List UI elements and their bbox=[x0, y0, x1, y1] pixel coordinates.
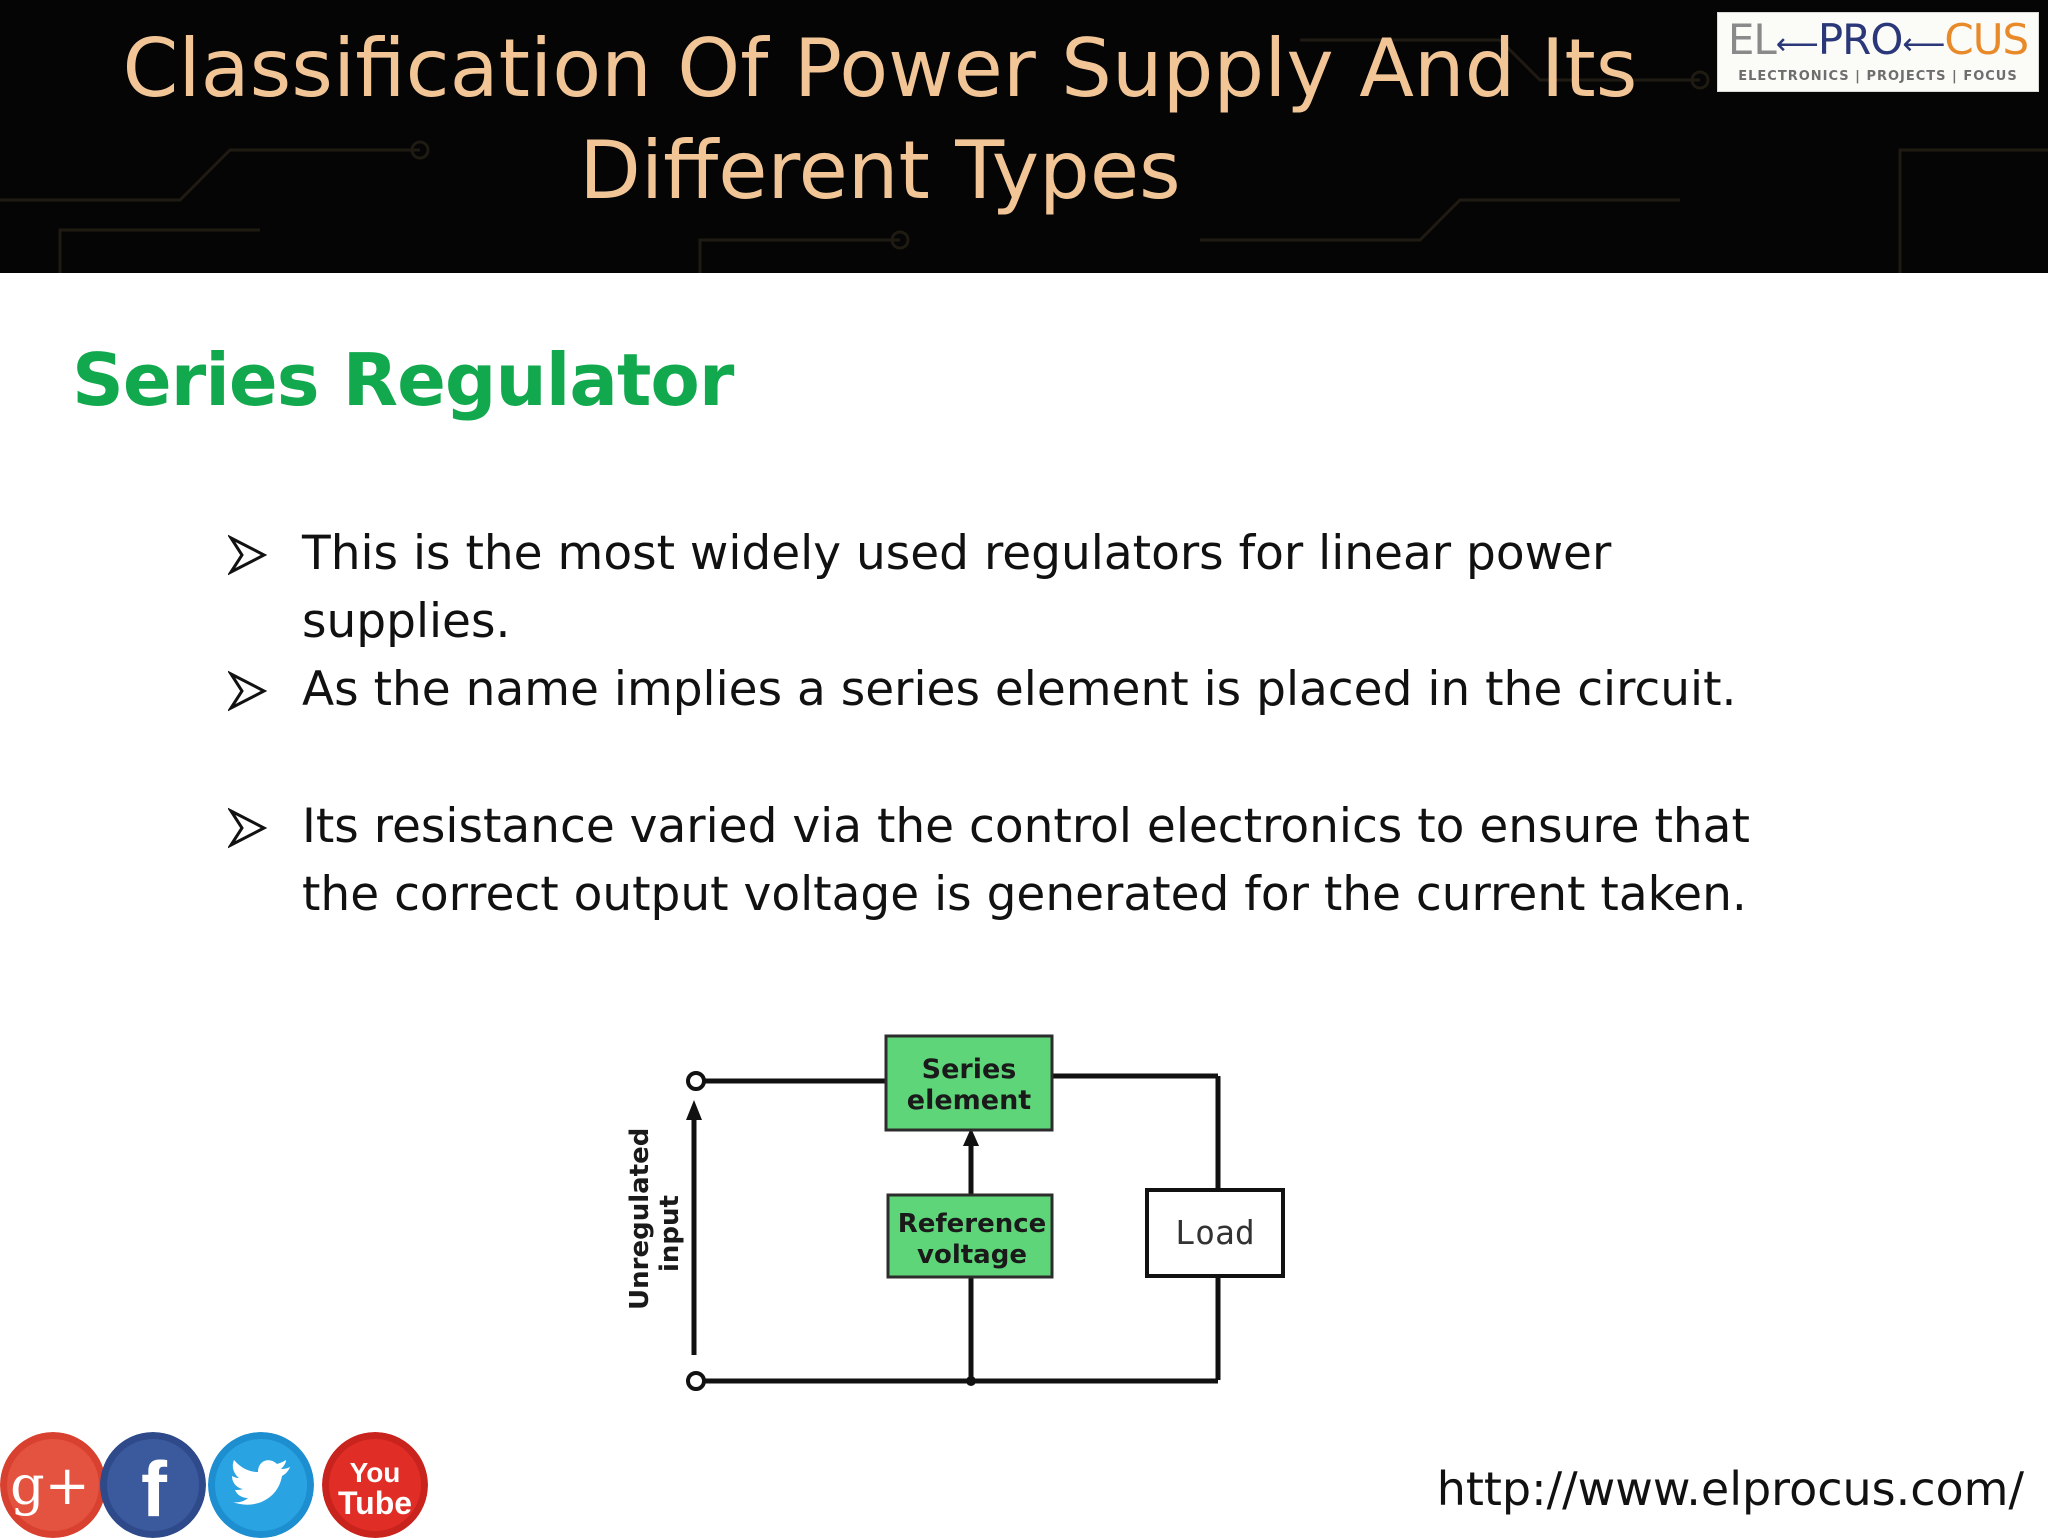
arrow-bullet-icon bbox=[228, 807, 268, 849]
load-label: Load bbox=[1175, 1213, 1254, 1252]
googleplus-icon[interactable]: g+ bbox=[0, 1432, 106, 1538]
unregulated-input-label: Unregulated input bbox=[625, 1128, 685, 1310]
input-terminal-bottom bbox=[686, 1371, 706, 1391]
series-element-box: Series element bbox=[884, 1034, 1054, 1132]
logo-tagline: ELECTRONICS | PROJECTS | FOCUS bbox=[1738, 69, 2018, 84]
up-arrowhead-icon bbox=[963, 1128, 979, 1146]
logo-pro: PRO bbox=[1817, 15, 1904, 64]
page-title: Classification Of Power Supply And Its D… bbox=[100, 18, 1660, 222]
logo-el: EL bbox=[1727, 15, 1777, 64]
series-element-label-1: Series bbox=[922, 1054, 1017, 1085]
youtube-icon[interactable]: You Tube bbox=[322, 1432, 428, 1538]
title-line-1: Classification Of Power Supply And Its bbox=[122, 22, 1638, 115]
elprocus-logo: EL⟵PRO⟵CUS ELECTRONICS | PROJECTS | FOCU… bbox=[1717, 12, 2039, 92]
bullet-text: Its resistance varied via the control el… bbox=[302, 799, 1750, 922]
footer-url-link[interactable]: http://www.elprocus.com/ bbox=[1436, 1462, 2024, 1516]
facebook-icon[interactable]: f bbox=[100, 1432, 206, 1538]
youtube-label-1: You bbox=[350, 1457, 401, 1488]
reference-label-2: voltage bbox=[917, 1240, 1027, 1270]
circuit-pattern-background bbox=[0, 38, 2048, 273]
logo-cus: CUS bbox=[1944, 15, 2029, 64]
input-label-1: Unregulated bbox=[625, 1128, 655, 1310]
section-title: Series Regulator bbox=[72, 338, 734, 422]
arrow-bullet-icon bbox=[228, 534, 268, 576]
logo-wordmark: EL⟵PRO⟵CUS bbox=[1727, 15, 2029, 64]
title-line-2: Different Types bbox=[579, 124, 1181, 217]
series-element-label-2: element bbox=[907, 1085, 1032, 1116]
up-arrowhead-icon bbox=[686, 1100, 702, 1120]
googleplus-label: g+ bbox=[10, 1454, 90, 1517]
facebook-label: f bbox=[141, 1445, 168, 1533]
bullet-text: As the name implies a series element is … bbox=[302, 662, 1737, 717]
twitter-icon[interactable] bbox=[208, 1432, 314, 1538]
reference-voltage-box: Reference voltage bbox=[886, 1193, 1054, 1279]
input-terminal-top bbox=[686, 1071, 706, 1091]
header-banner: Classification Of Power Supply And Its D… bbox=[0, 0, 2048, 273]
load-box: Load bbox=[1145, 1188, 1285, 1278]
youtube-label-2: Tube bbox=[338, 1485, 412, 1521]
bullet-text: This is the most widely used regulators … bbox=[302, 526, 1612, 649]
input-label-2: input bbox=[655, 1195, 685, 1272]
reference-label-1: Reference bbox=[898, 1209, 1047, 1239]
arrow-bullet-icon bbox=[228, 670, 268, 712]
series-regulator-diagram: Series element Reference voltage Load Un… bbox=[625, 1034, 1285, 1391]
